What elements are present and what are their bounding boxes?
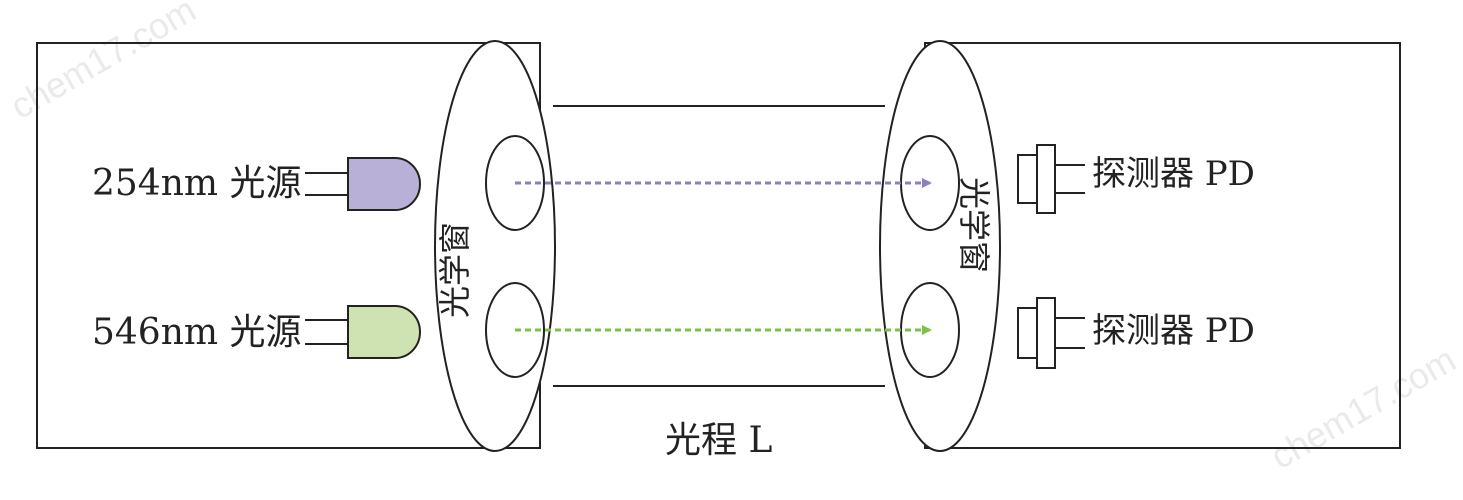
- source-label-254nm: 254nm 光源: [92, 163, 301, 204]
- led-546nm: [305, 305, 421, 359]
- source-label-546nm: 546nm 光源: [92, 312, 301, 353]
- detector-label-bottom: 探测器 PD: [1092, 311, 1255, 351]
- photodetector-top: [1017, 144, 1085, 214]
- left-window-label: 光学窗: [436, 222, 474, 318]
- watermark-top-left: chem17.com: [4, 0, 203, 127]
- photodetector-bottom: [1017, 297, 1085, 369]
- right-window-label: 光学窗: [955, 177, 993, 273]
- detector-label-top: 探测器 PD: [1092, 154, 1255, 194]
- led-254nm-body: [347, 157, 421, 211]
- led-254nm: [305, 157, 421, 211]
- led-546nm-body: [347, 305, 421, 359]
- watermark-bottom-right: chem17.com: [1264, 338, 1463, 477]
- optical-path-length-label: 光程 L: [665, 420, 772, 461]
